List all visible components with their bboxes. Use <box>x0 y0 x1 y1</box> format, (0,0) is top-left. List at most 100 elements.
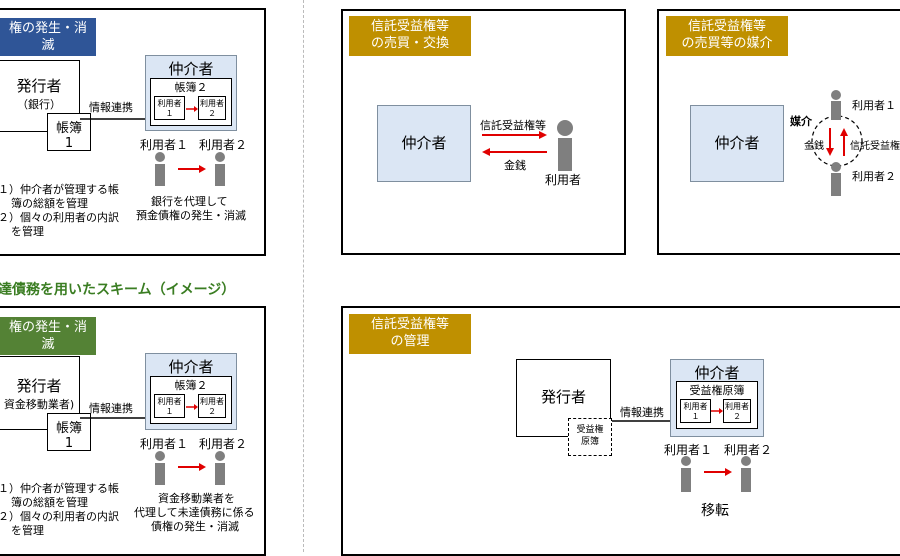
divider-line <box>303 0 304 552</box>
issuer-sub-label: 資金移動業者) <box>3 398 75 411</box>
person-icon <box>215 451 225 485</box>
money-label: 金銭 <box>804 141 824 152</box>
user-1-label: 利用者１ <box>140 437 189 451</box>
panel-tag: 信託受益権等 の売買等の媒介 <box>666 16 788 56</box>
user-1-label: 利用者１ <box>140 138 189 152</box>
mini-user-2: 利用者２ <box>723 399 751 423</box>
panel-tag: 権の発生・消滅 <box>0 18 96 56</box>
person-icon <box>155 152 165 186</box>
issuer-box: 発行者 （銀行） <box>0 60 80 132</box>
user-1-label: 利用者１ <box>852 99 896 112</box>
broker-box: 仲介者 <box>377 105 471 182</box>
info-link-label: 情報連携 <box>620 406 664 419</box>
panel-tag: 信託受益権等 の管理 <box>349 314 471 354</box>
note-1: １）仲介者が管理する帳 <box>0 183 119 196</box>
mediation-label: 媒介 <box>790 115 812 128</box>
section-title: 達債務を用いたスキーム（イメージ） <box>0 282 236 298</box>
register-label: 受益権原簿 <box>689 384 745 397</box>
note-2b: を管理 <box>11 524 44 537</box>
mini-transfer-arrow <box>711 408 723 414</box>
ledger-2-label: 帳簿２ <box>174 81 208 94</box>
ledger-2-label: 帳簿２ <box>174 379 208 392</box>
user-2-label: 利用者２ <box>724 443 773 457</box>
broker-box: 仲介者 <box>690 105 784 182</box>
user-2-label: 利用者２ <box>852 170 896 183</box>
tag-line-2: の売買等の媒介 <box>681 36 773 51</box>
note-1b: 簿の総額を管理 <box>11 496 88 509</box>
panel-tag: 信託受益権等 の売買・交換 <box>349 16 471 56</box>
broker-label: 仲介者 <box>401 134 447 152</box>
mini-transfer-arrow <box>186 106 198 112</box>
money-down-arrow <box>826 128 834 156</box>
mini-user-1: 利用者１ <box>154 96 185 120</box>
arrow-label-trust: 信託受益権等 <box>480 119 546 132</box>
mini-user-2-label: 利用者２ <box>200 99 224 118</box>
user-label: 利用者 <box>545 173 582 187</box>
ledger-label: 帳簿 <box>55 421 82 436</box>
ledger-label: 帳簿 <box>55 121 82 136</box>
info-link-label: 情報連携 <box>89 101 133 114</box>
mini-user-1-label: 利用者１ <box>157 397 182 416</box>
user-2-label: 利用者２ <box>199 138 248 152</box>
transfer-label: 移転 <box>701 503 729 519</box>
mini-user-1: 利用者１ <box>680 399 711 423</box>
info-link-label: 情報連携 <box>89 402 133 415</box>
info-link-line <box>80 118 146 120</box>
tag-line-1: 信託受益権等 <box>370 317 449 332</box>
broker-label: 仲介者 <box>714 134 760 152</box>
tag-line-1: 信託受益権等 <box>370 19 449 34</box>
tag-line-2: の売買・交換 <box>370 36 449 51</box>
panel-tag: 権の発生・消滅 <box>0 317 96 355</box>
arrow-label-money: 金銭 <box>504 159 526 172</box>
broker-label: 仲介者 <box>694 364 740 382</box>
info-link-line <box>612 420 670 422</box>
note-2b: を管理 <box>11 225 44 238</box>
tag-line-2: の管理 <box>390 334 430 349</box>
note-2: ２）個々の利用者の内訳 <box>0 211 119 224</box>
issuer-box: 発行者 <box>516 359 611 437</box>
trust-up-arrow <box>840 128 848 156</box>
tag-line-1: 信託受益権等 <box>687 19 766 34</box>
person-icon <box>215 152 225 186</box>
issuer-sub-label: （銀行） <box>17 98 61 111</box>
broker-label: 仲介者 <box>168 60 214 78</box>
person-icon <box>155 451 165 485</box>
mini-transfer-arrow <box>186 404 198 410</box>
info-link-line <box>80 417 146 419</box>
mediation-circle <box>811 115 863 167</box>
mini-user-1-label: 利用者１ <box>683 402 708 421</box>
beneficiary-ledger-doc: 受益権 原簿 <box>568 418 612 456</box>
caption-line-1: 銀行を代理して <box>151 195 228 208</box>
issuer-label: 発行者 <box>540 388 586 406</box>
caption-line-1: 資金移動業者を <box>158 492 235 505</box>
trust-arrow <box>482 131 547 139</box>
transfer-arrow <box>178 165 206 173</box>
mini-user-1-label: 利用者１ <box>157 99 182 118</box>
person-icon <box>681 456 691 492</box>
person-icon <box>831 90 841 120</box>
mini-user-2: 利用者２ <box>198 96 226 120</box>
ledger-1-doc: 帳簿 1 <box>47 413 91 451</box>
note-1: １）仲介者が管理する帳 <box>0 482 119 495</box>
broker-label: 仲介者 <box>168 358 214 376</box>
mini-user-2-label: 利用者２ <box>200 397 224 416</box>
person-icon <box>831 162 841 196</box>
note-2: ２）個々の利用者の内訳 <box>0 510 119 523</box>
person-icon <box>557 120 573 171</box>
trust-label: 信託受益権 <box>850 141 900 152</box>
caption-line-3: 債権の発生・消滅 <box>151 520 239 533</box>
caption-line-2: 預金債権の発生・消滅 <box>136 209 246 222</box>
issuer-box: 発行者 資金移動業者) <box>0 356 80 430</box>
transfer-arrow <box>178 463 206 471</box>
note-1b: 簿の総額を管理 <box>11 197 88 210</box>
user-2-label: 利用者２ <box>199 437 248 451</box>
user-1-label: 利用者１ <box>664 443 713 457</box>
person-icon <box>741 456 751 492</box>
issuer-label: 発行者 <box>16 377 62 395</box>
doc-label-1: 受益権 <box>576 425 604 435</box>
ledger-number: 1 <box>64 136 74 151</box>
money-arrow <box>482 148 547 156</box>
caption-line-2: 代理して未達債務に係る <box>134 506 255 519</box>
transfer-arrow <box>704 468 732 476</box>
doc-label-2: 原簿 <box>580 437 599 447</box>
